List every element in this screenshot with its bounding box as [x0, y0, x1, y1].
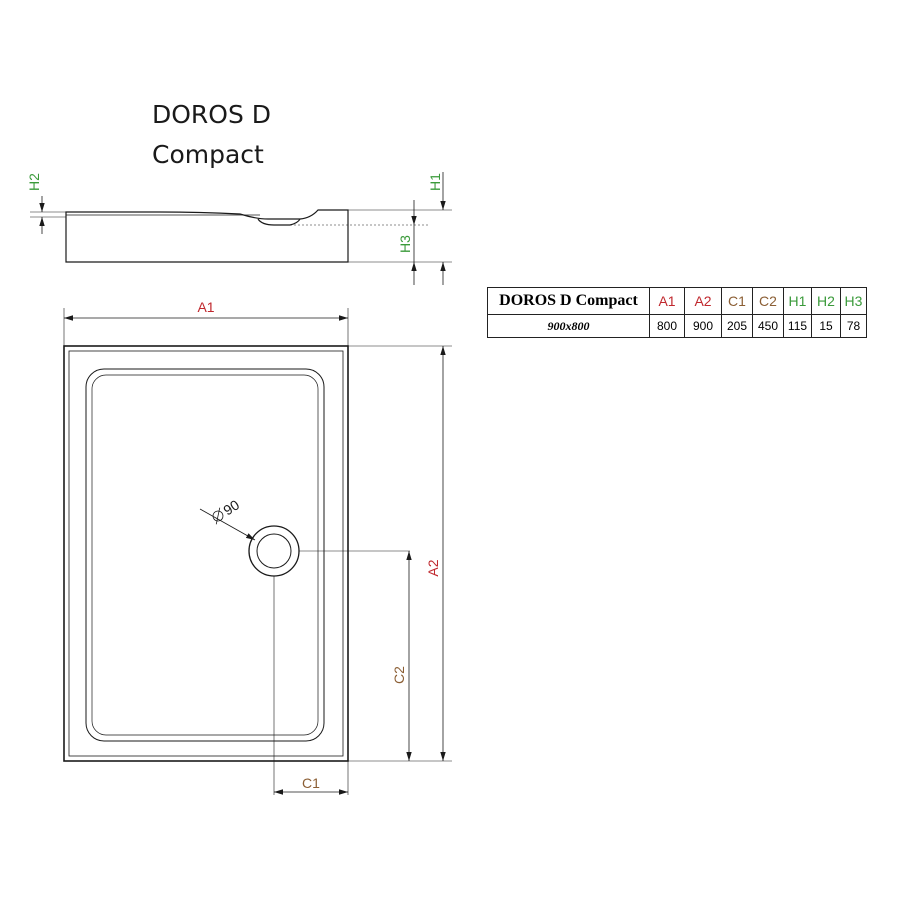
top-view-basin	[85, 368, 325, 742]
title-line-2: Compact	[152, 140, 264, 169]
spec-col-h1: H1	[783, 287, 812, 315]
side-view-drain	[257, 218, 301, 226]
spec-value-c2: 450	[752, 314, 784, 338]
top-view	[63, 345, 349, 762]
dim-h3: H3	[397, 200, 417, 285]
spec-model-name: DOROS D Compact	[487, 287, 650, 315]
dim-h2-label: H2	[26, 173, 42, 191]
side-view	[30, 209, 452, 263]
spec-col-h2: H2	[811, 287, 841, 315]
top-view-outer	[63, 345, 349, 762]
spec-table: DOROS D Compact A1 A2 C1 C2 H1 H2 H3 900…	[487, 287, 867, 338]
dim-h3-label: H3	[397, 235, 413, 253]
dim-a1: A1	[63, 299, 349, 346]
dim-c1-label: C1	[302, 775, 320, 791]
spec-col-a2: A2	[684, 287, 722, 315]
drain-diameter-value: 90	[220, 496, 242, 518]
drain-icon	[199, 508, 410, 795]
title-line-1: DOROS D	[152, 100, 272, 129]
spec-value-h3: 78	[840, 314, 867, 338]
dim-a2-label: A2	[425, 559, 441, 576]
spec-col-c2: C2	[752, 287, 784, 315]
dim-a2: A2	[348, 345, 452, 762]
dim-c2-label: C2	[391, 666, 407, 684]
spec-value-h1: 115	[783, 314, 812, 338]
dim-c2: C2	[391, 551, 412, 761]
spec-value-c1: 205	[721, 314, 753, 338]
dim-h2: H2	[26, 173, 45, 234]
dim-h1: H1	[427, 172, 446, 285]
spec-col-h3: H3	[840, 287, 867, 315]
spec-value-a1: 800	[649, 314, 685, 338]
spec-value-h2: 15	[811, 314, 841, 338]
side-view-tray	[65, 209, 349, 263]
dim-a1-label: A1	[197, 299, 214, 315]
spec-table-header-row: DOROS D Compact A1 A2 C1 C2 H1 H2 H3	[487, 287, 867, 315]
spec-table-value-row: 900x800 800 900 205 450 115 15 78	[487, 314, 867, 338]
spec-col-a1: A1	[649, 287, 685, 315]
spec-size: 900x800	[487, 314, 650, 338]
spec-col-c1: C1	[721, 287, 753, 315]
spec-value-a2: 900	[684, 314, 722, 338]
drain-diameter-label: 90	[212, 496, 242, 525]
dim-h1-label: H1	[427, 173, 443, 191]
dim-c1: C1	[274, 761, 349, 795]
